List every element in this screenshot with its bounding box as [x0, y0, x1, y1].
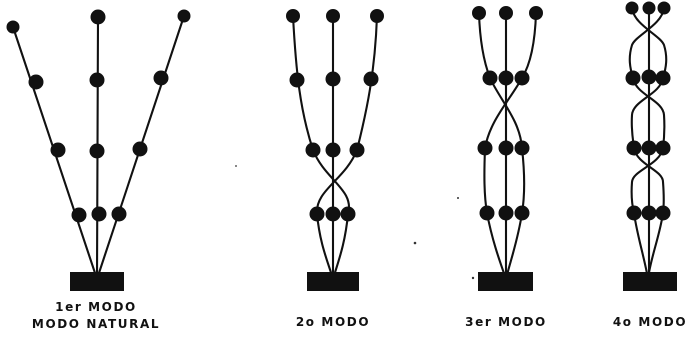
- mode-3-mass: [514, 70, 530, 86]
- mode-4-mass: [655, 205, 671, 221]
- mode-4-mass: [625, 70, 641, 86]
- mode-4-top-left: [625, 1, 639, 15]
- mode-4-caption: 4o MODO: [613, 315, 687, 329]
- scan-specks: [235, 165, 475, 280]
- mode-2-panel: [286, 9, 384, 291]
- mode-2-mass: [289, 72, 305, 88]
- mode-4-mass: [626, 205, 642, 221]
- mode-4-top-right: [657, 1, 671, 15]
- mode-2-mass: [325, 206, 341, 222]
- mode-4-base: [623, 272, 677, 291]
- mode-1-top-right: [177, 9, 191, 23]
- mode-4-mass: [655, 140, 671, 156]
- mode-4-panel: [623, 1, 677, 291]
- mode-2-mass: [309, 206, 325, 222]
- mode-1-panel: [6, 9, 191, 291]
- mode-4-mass: [641, 69, 657, 85]
- mode-2-masses: [286, 9, 384, 222]
- mode-3-mass: [514, 140, 530, 156]
- mode-3-top-right: [529, 6, 543, 20]
- mode-3-caption: 3er MODO: [465, 315, 547, 329]
- mode-4-mass: [655, 70, 671, 86]
- mode-1-mass: [89, 143, 105, 159]
- mode-4-masses: [625, 1, 671, 221]
- mode-2-mass: [340, 206, 356, 222]
- mode-4-mass: [641, 205, 657, 221]
- mode-1-mass: [89, 72, 105, 88]
- mode-1-top-center: [90, 9, 106, 25]
- mode-2-mass: [325, 142, 341, 158]
- mode-3-top-left: [472, 6, 486, 20]
- mode-3-mass: [477, 140, 493, 156]
- mode-2-top-left: [286, 9, 300, 23]
- mode-1-mass: [132, 141, 148, 157]
- mode-3-mass: [498, 70, 514, 86]
- mode-3-mass: [479, 205, 495, 221]
- mode-1-mass: [71, 207, 87, 223]
- mode-1-subcaption: MODO NATURAL: [32, 317, 160, 331]
- mode-3-panel: [472, 6, 543, 291]
- mode-1-top-left: [6, 20, 20, 34]
- mode-2-mass: [363, 71, 379, 87]
- mode-2-base: [307, 272, 359, 291]
- mode-1-base: [70, 272, 124, 291]
- mode-2-mass: [349, 142, 365, 158]
- mode-3-masses: [472, 6, 543, 221]
- mode-3-base: [478, 272, 533, 291]
- mode-2-top-right: [370, 9, 384, 23]
- mode-3-mass: [482, 70, 498, 86]
- mode-2-mass: [325, 71, 341, 87]
- mode-4-top-center: [642, 1, 656, 15]
- mode-2-top-center: [326, 9, 340, 23]
- mode-1-mass: [50, 142, 66, 158]
- mode-3-mass: [498, 140, 514, 156]
- mode-1-masses: [6, 9, 191, 223]
- mode-1-mass: [91, 206, 107, 222]
- mode-1-mass: [111, 206, 127, 222]
- mode-1-mass: [153, 70, 169, 86]
- mode-1-mass: [28, 74, 44, 90]
- captions: 1er MODO MODO NATURAL 2o MODO 3er MODO 4…: [32, 300, 687, 331]
- mode-2-mass: [305, 142, 321, 158]
- mode-4-mass: [626, 140, 642, 156]
- mode-3-mass: [498, 205, 514, 221]
- mode-3-mass: [514, 205, 530, 221]
- mode-3-top-center: [499, 6, 513, 20]
- mode-1-caption: 1er MODO: [55, 300, 137, 314]
- mode-4-mass: [641, 140, 657, 156]
- mode-2-caption: 2o MODO: [296, 315, 370, 329]
